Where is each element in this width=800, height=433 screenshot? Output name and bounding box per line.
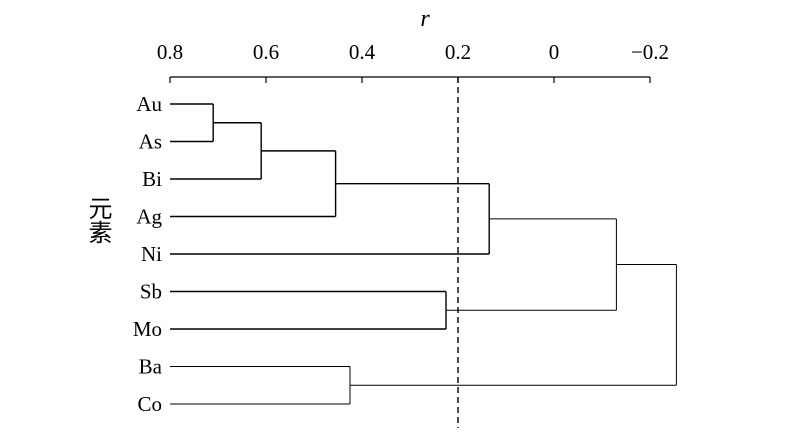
y-axis-label: 元素 <box>84 196 111 244</box>
x-tick-label: 0.4 <box>349 40 376 64</box>
axis-title: r <box>420 6 430 32</box>
leaf-label: Mo <box>133 317 162 341</box>
leaf-label: Co <box>137 392 162 416</box>
leaf-label: Ag <box>136 205 162 229</box>
leaf-label: Au <box>136 92 162 116</box>
x-tick-label: 0 <box>549 40 560 64</box>
x-tick-label: 0.2 <box>445 40 471 64</box>
leaf-label: Sb <box>140 280 162 304</box>
dendrogram-tree <box>170 103 677 405</box>
x-tick-label: −0.2 <box>631 40 669 64</box>
x-tick-label: 0.6 <box>253 40 279 64</box>
leaf-label: Ba <box>139 355 163 379</box>
leaf-label: As <box>139 130 162 154</box>
leaf-label: Ni <box>141 242 162 266</box>
x-axis: 0.8 0.6 0.4 0.2 0 −0.2 <box>157 40 669 83</box>
x-tick-label: 0.8 <box>157 40 183 64</box>
leaf-label: Bi <box>142 167 162 191</box>
